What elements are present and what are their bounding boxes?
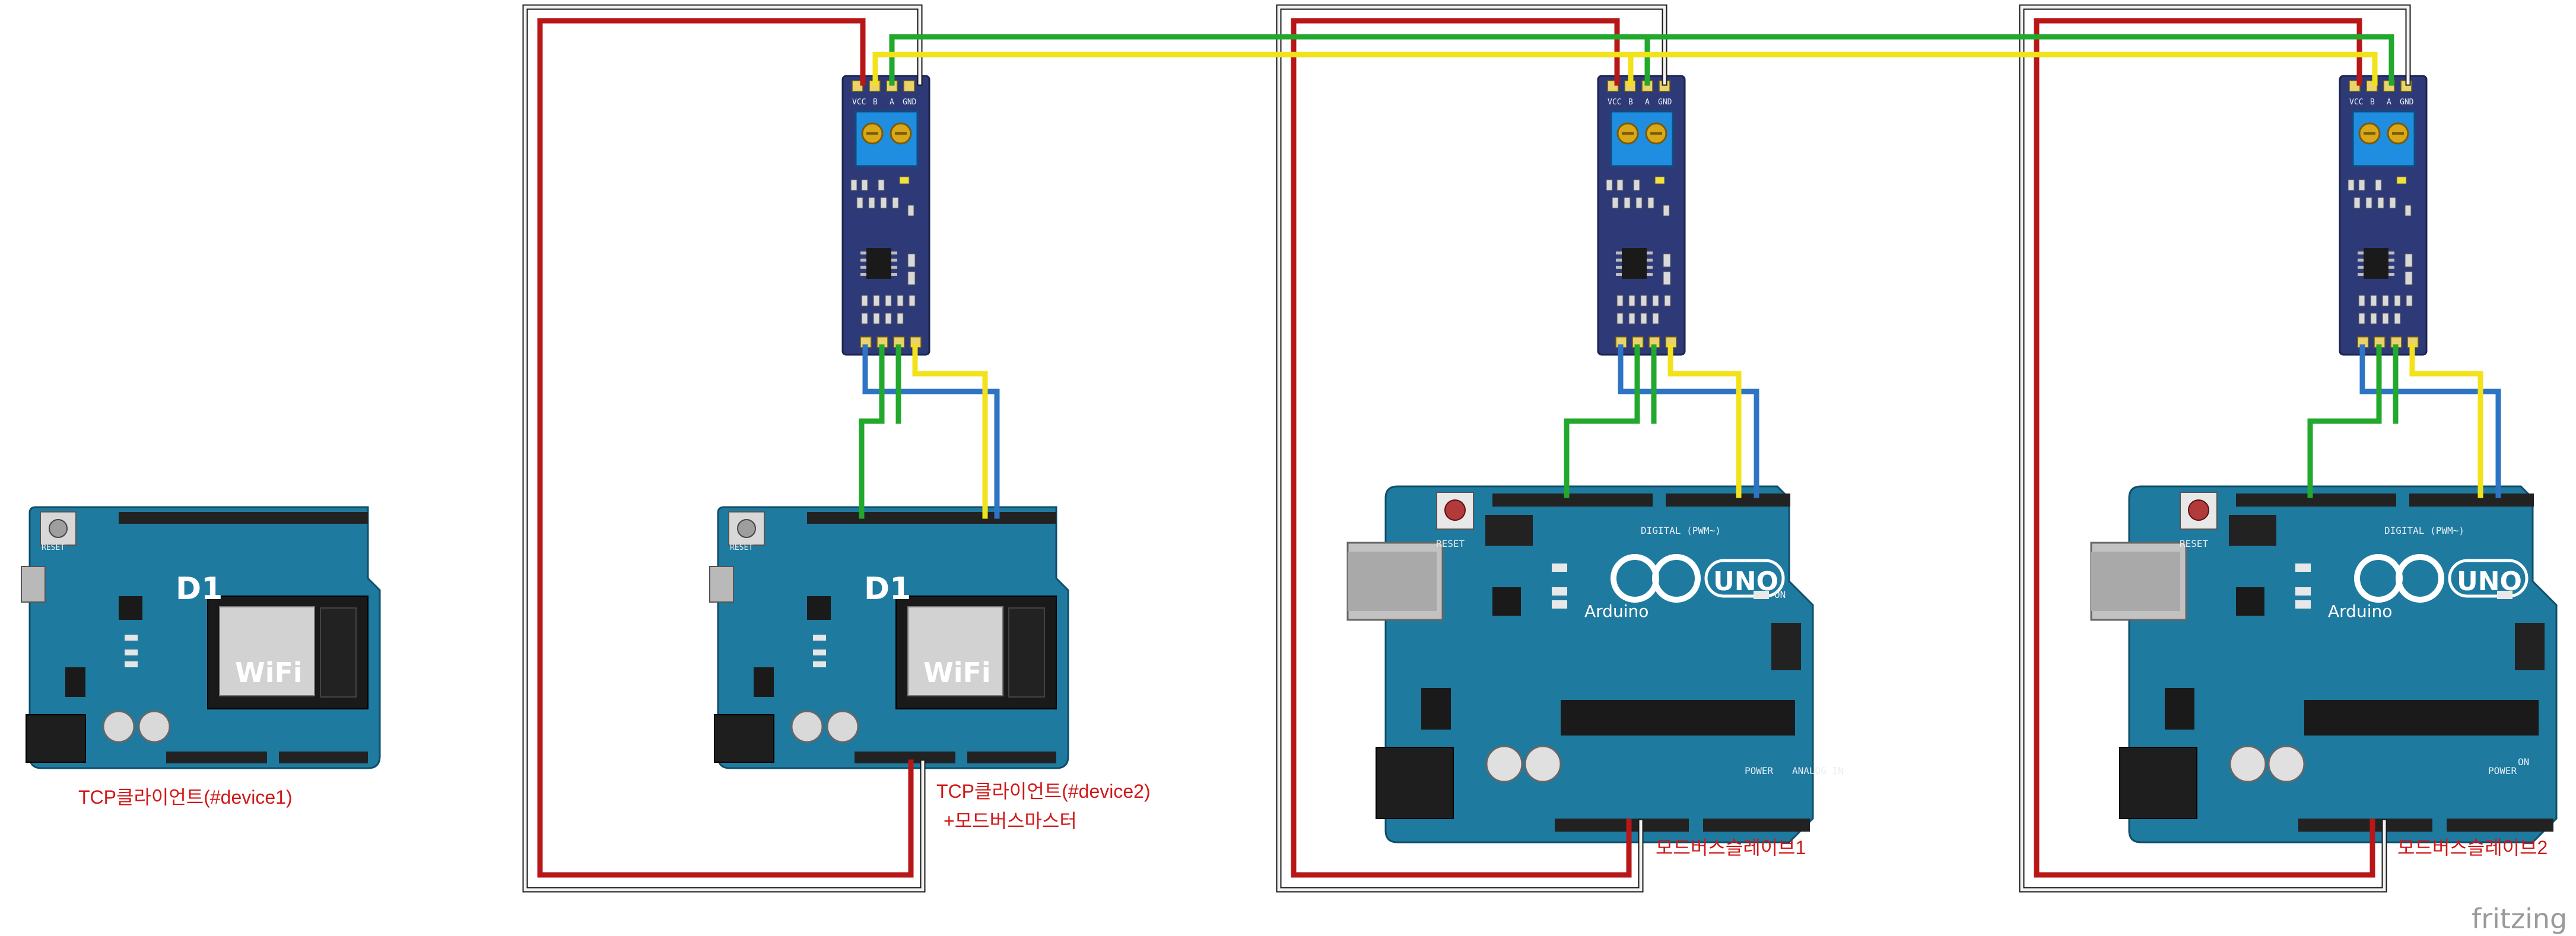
d1-logo-2: D1 (864, 571, 911, 607)
arduino-brand: Arduino (1584, 601, 1648, 621)
pin-a-3: A (2387, 98, 2391, 107)
label-slave1: 모드버스슬레이브1 (1656, 837, 1806, 858)
uno-name-2: UNO (2457, 566, 2522, 597)
pin-b-2: B (1628, 98, 1633, 107)
wire-re-1 (859, 344, 885, 519)
wire-vcc-loop-3 (2034, 18, 2375, 878)
on-label: ON (1774, 589, 1786, 600)
wire-bus-a (889, 34, 2394, 86)
pin-gnd-2: GND (1658, 98, 1672, 107)
wire-ro-3 (2359, 344, 2501, 498)
pin-b: B (873, 98, 878, 107)
reset-label-uno: RESET (1436, 538, 1465, 549)
pin-a-2: A (1645, 98, 1650, 107)
reset-label-2: RESET (730, 543, 753, 552)
d1-board-device1: D1 WiFi RESET (20, 506, 381, 769)
reset-label-uno-2: RESET (2180, 538, 2209, 549)
digital-label-2: DIGITAL (PWM~) (2384, 525, 2464, 536)
wifi-text: WiFi (235, 657, 303, 689)
pin-gnd-3: GND (2400, 98, 2414, 107)
wire-gnd-loop-2 (1276, 4, 1667, 893)
power-label-2: POWER (2488, 765, 2517, 776)
wire-re-3 (2307, 344, 2382, 498)
wire-ro-1 (862, 344, 1000, 519)
wire-gnd-loop-1 (522, 4, 926, 893)
wire-re-2 (1564, 344, 1640, 498)
wire-di-2 (1667, 344, 1742, 498)
rs485-module-2: VCC B A GND (1597, 75, 1686, 356)
digital-label: DIGITAL (PWM~) (1641, 525, 1721, 536)
on-label-2: ON (2518, 756, 2529, 768)
uno-name: UNO (1713, 566, 1778, 597)
label-device2-line1: TCP클라이언트(#device2) (936, 781, 1151, 802)
uno-board-slave1: UNO Arduino DIGITAL (PWM~) POWER ANALOG … (1348, 486, 1844, 842)
d1-board-device2: D1 WiFi RESET (709, 506, 1069, 769)
reset-label: RESET (42, 543, 65, 552)
wire-di-3 (2409, 344, 2483, 498)
label-device1: TCP클라이언트(#device1) (78, 787, 293, 808)
analog-label: ANALOG IN (1792, 765, 1844, 776)
label-slave2: 모드버스슬레이브2 (2397, 837, 2548, 858)
uno-board-slave2: UNO Arduino DIGITAL (PWM~) POWER ON RESE… (2091, 486, 2556, 842)
pin-a: A (890, 98, 894, 107)
label-device2-line2: +모드버스마스터 (944, 810, 1077, 832)
wires (522, 4, 2501, 893)
pin-vcc: VCC (852, 98, 866, 107)
pin-gnd: GND (903, 98, 917, 107)
wire-vcc-loop-2 (1291, 18, 1632, 878)
wire-vcc-loop-1 (537, 18, 914, 878)
wire-ro-2 (1618, 344, 1759, 498)
pin-vcc-3: VCC (2349, 98, 2363, 107)
wire-bus-b (872, 52, 2378, 86)
rs485-module-3: VCC B A GND (2339, 75, 2428, 356)
wire-gnd-loop-3 (2019, 4, 2411, 893)
fritzing-brand: fritzing (2472, 903, 2567, 935)
pin-vcc-2: VCC (1608, 98, 1621, 107)
pin-b-3: B (2370, 98, 2375, 107)
power-label: POWER (1745, 765, 1774, 776)
rs485-module-1: VCC B A GND (841, 75, 930, 356)
d1-logo: D1 (176, 571, 223, 607)
arduino-brand-2: Arduino (2328, 601, 2392, 621)
wire-di-1 (912, 344, 988, 519)
wifi-text-2: WiFi (923, 657, 991, 689)
